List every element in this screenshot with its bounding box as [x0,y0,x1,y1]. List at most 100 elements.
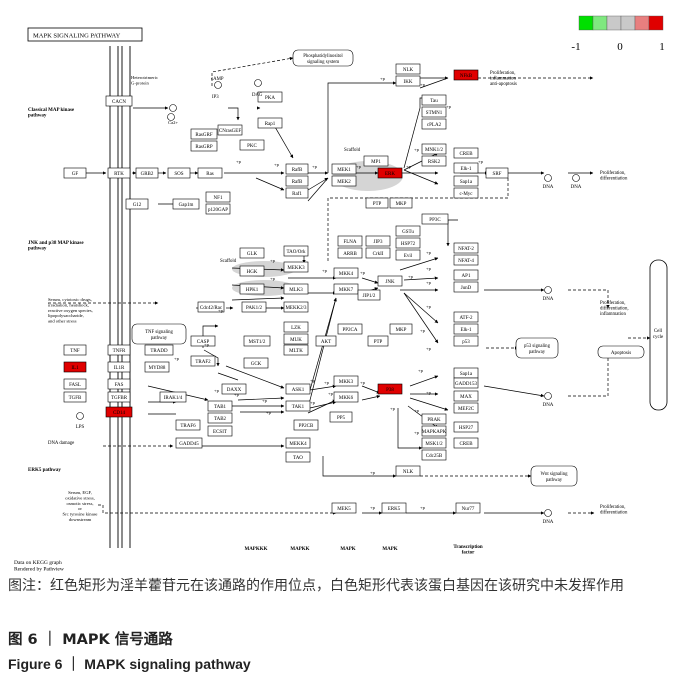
compound-marker [544,392,552,400]
gene-label-nlk-bot: NLK [403,470,414,475]
gene-label-mkk6: MKK6 [339,396,354,401]
gene-node-mek1 [331,163,357,175]
gene-label-atf2-top: ATF-2 [459,316,473,321]
gene-node-atf2-top [453,311,479,323]
phosphorylation-marker: +p [360,380,366,385]
phosphorylation-marker: +p [214,388,220,393]
gene-label-nur77: Nur77 [462,507,475,512]
gene-node-traf6 [175,419,201,431]
gene-node-ppcpa [337,323,363,335]
gene-label-rtk: RTK [114,172,124,177]
phosphorylation-marker: +p [414,408,420,413]
gene-label-mapkapk: MAPKAPK [422,430,447,435]
phosphorylation-marker: +p [324,380,330,385]
gene-node-tau [421,94,447,106]
gene-label-ptp-top: PTP [373,202,382,207]
gene-node-cmyc [453,187,479,199]
gene-label-stmn1: STMN1 [426,111,443,116]
gene-label-gadd153: GADD153 [455,382,477,387]
calcium-label: Ca2+ [168,120,178,125]
gene-node-elk1-top [453,162,479,174]
dna-damage-label: DNA damage [48,441,74,446]
gene-node-tgfbr [107,391,131,403]
phosphorylation-marker: +p [236,159,242,164]
gene-label-jund: JunD [461,286,472,291]
nodes-layer [27,15,664,517]
gene-node-il1 [63,361,87,373]
gene-label-hsp72: HSP72 [401,242,416,247]
gene-label-creb-bot: CREB [459,442,473,447]
gene-node-fas [107,378,131,390]
gene-node-rap1 [257,117,283,129]
gene-node-ras [197,167,223,179]
phosphorylation-marker: +p [262,398,268,403]
gene-node-mlk3 [283,283,309,295]
gene-node-gstu [395,225,421,237]
gene-label-p53: p53 [462,340,470,345]
gene-node-p120gap [205,203,231,215]
gene-node-mekk2 [283,301,309,313]
gene-node-mnk12 [421,143,447,155]
phosphorylation-marker: +p [420,82,426,87]
dna-label: DNA [543,185,554,190]
gene-label-mkk7: MKK7 [339,288,354,293]
gene-label-myd88: MYD88 [149,366,166,371]
gene-label-il1: IL1 [71,366,79,371]
gene-node-g12 [125,198,149,210]
gene-label-mkk3: MKK3 [339,380,354,385]
column-mapkk: MAPKK [290,547,309,552]
gene-label-tnf: TNF [70,349,80,354]
gene-label-jnk: JNK [385,280,395,285]
phosphorylation-marker: +p [274,162,280,167]
phosphorylation-marker: +p [426,280,432,285]
gene-label-rafb: RafB [292,180,303,185]
camp-label: cAMP [211,77,224,82]
gene-label-raf1: Raf1 [292,192,302,197]
gene-label-tao: TAO/Ork [286,250,306,255]
gene-label-cdc25b: Cdc25B [426,454,443,459]
gene-node-hpk1 [239,283,265,295]
gene-node-sos [167,167,191,179]
gene-label-rasgrf: RasGRF [195,133,212,138]
gene-node-ap1 [453,269,479,281]
gene-label-mek1: MEK1 [337,168,351,173]
phosphorylation-marker: +p [426,266,432,271]
phosphorylation-marker: +p [356,164,362,169]
dna-label: DNA [543,403,554,408]
dag-label: DAG [252,93,263,98]
gene-label-ap1: AP1 [462,274,471,279]
gene-node-evil [395,249,421,261]
phosphorylation-marker: +p [446,104,452,109]
gene-node-nf1 [205,191,231,203]
legend-swatch [578,15,594,31]
phosphorylation-marker: +p [234,392,240,397]
gene-label-nlk-top: NLK [403,68,414,73]
column-mapk: MAPK [340,547,355,552]
gene-label-crkii: CrkII [373,252,384,257]
gene-node-mapkapk [421,425,447,437]
gene-label-mek2: MEK2 [337,180,351,185]
gene-node-jund [453,281,479,293]
gene-label-mekk3-lbl: MEKK3 [287,266,305,271]
gene-node-mkp-top [389,197,413,209]
gene-node-rafb [285,175,309,187]
legend-max-label: 1 [659,41,665,53]
diagram-title: MAPK SIGNALING PATHWAY [33,33,121,40]
gene-node-cacn [105,95,133,107]
figure-label-cn: 图 6 ｜ MAPK 信号通路 [8,632,173,648]
gene-node-erk [377,167,403,179]
gene-node-jnk [377,275,403,287]
pathway-link-p53-pathway [515,337,559,359]
gene-label-ikk: IKK [404,80,413,85]
gene-node-mkp-mid [389,323,413,335]
phosphorylation-marker: +p [426,390,432,395]
gene-node-hsp27 [453,421,479,433]
gene-label-tak1: TAK1 [292,405,305,410]
gene-node-rasgrp [190,140,218,152]
gene-node-mkk6 [333,391,359,403]
